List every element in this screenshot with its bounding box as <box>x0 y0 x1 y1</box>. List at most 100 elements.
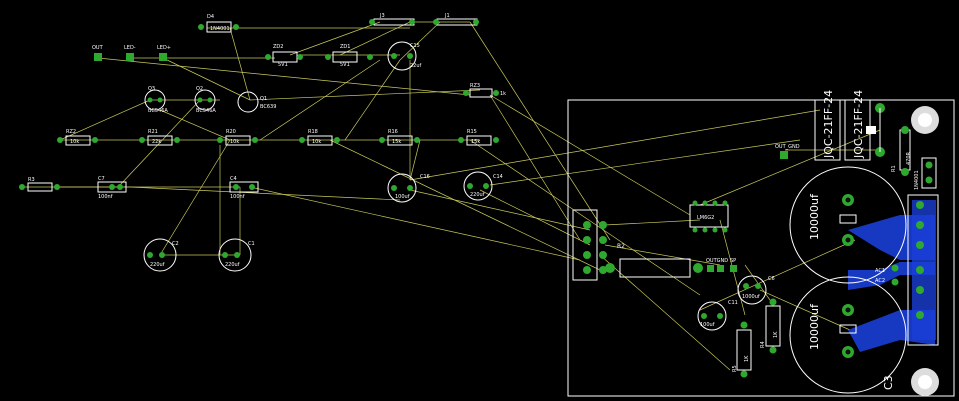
resistor-rz3[interactable]: RZ3 1k <box>463 83 506 98</box>
resistor-r16[interactable]: R16 15k <box>379 129 420 146</box>
transistor-q1[interactable]: Q1 BC639 <box>237 91 276 113</box>
transistor-q3[interactable]: Q3 BC546A <box>144 86 168 114</box>
svg-text:C15: C15 <box>410 43 420 49</box>
capacitor-c16[interactable]: C16 100uf <box>387 173 430 203</box>
svg-text:JQC-21FF-24: JQC-21FF-24 <box>852 90 865 159</box>
svg-text:ZD1: ZD1 <box>340 44 350 50</box>
label-c3: C3 <box>882 375 895 390</box>
relay-1[interactable]: JQC-21FF-24 <box>814 90 841 161</box>
svg-text:100uf: 100uf <box>700 322 715 328</box>
svg-text:R16: R16 <box>388 129 398 135</box>
svg-text:C11: C11 <box>728 300 738 306</box>
capacitor-c7[interactable]: C7 100nf <box>97 176 127 200</box>
zener-zd1[interactable]: ZD1 5V1 <box>325 44 373 68</box>
svg-text:100uf: 100uf <box>395 194 410 200</box>
svg-text:10k: 10k <box>312 139 321 145</box>
resistor-rz2[interactable]: RZ2 10k <box>57 129 98 146</box>
svg-text:OUT_GND: OUT_GND <box>775 144 800 150</box>
capacitor-c4[interactable]: C4 100nf <box>229 176 259 200</box>
svg-text:R1: R1 <box>891 165 897 172</box>
relay-pads <box>866 103 885 157</box>
resistor-r4[interactable]: R4 1K <box>760 298 781 354</box>
svg-text:10000uf: 10000uf <box>808 303 821 350</box>
svg-text:15k: 15k <box>392 139 401 145</box>
svg-text:22uf: 22uf <box>410 63 422 69</box>
cap-10000uf-2[interactable]: 10000uf <box>789 276 907 394</box>
capacitor-c2[interactable]: C2 220uf <box>143 238 179 272</box>
resistor-r3[interactable]: R3 <box>19 177 60 192</box>
pad-out[interactable]: OUT <box>92 45 104 61</box>
svg-text:10k: 10k <box>70 139 79 145</box>
svg-text:15k: 15k <box>471 139 480 145</box>
svg-text:OUTGND: OUTGND <box>706 258 728 264</box>
diode-d1[interactable]: 1N4001 <box>914 157 937 190</box>
resistor-r1[interactable]: R1 470R <box>891 126 912 176</box>
svg-text:220uf: 220uf <box>150 262 165 268</box>
ac-connector[interactable]: AC1 AC2 <box>875 194 939 346</box>
svg-text:Q1: Q1 <box>260 96 267 102</box>
svg-text:5V1: 5V1 <box>340 62 350 68</box>
svg-text:5V1: 5V1 <box>278 62 288 68</box>
relay-2[interactable]: JQC-21FF-24 <box>844 90 871 161</box>
mounting-hole-top <box>911 106 939 134</box>
ratsnest-lines <box>20 21 881 371</box>
resistor-r2[interactable]: R2 <box>605 243 703 278</box>
svg-text:JQC-21FF-24: JQC-21FF-24 <box>822 90 835 159</box>
svg-text:AC2: AC2 <box>875 278 885 284</box>
svg-text:AC1: AC1 <box>875 268 885 274</box>
capacitor-c1[interactable]: C1 220uf <box>218 238 255 272</box>
svg-text:R20: R20 <box>226 129 236 135</box>
resistor-r18[interactable]: R18 10k <box>299 129 340 146</box>
pads-outgnd-sp[interactable]: OUTGND SP <box>706 258 737 272</box>
svg-text:SP: SP <box>730 258 736 264</box>
svg-text:10000uf: 10000uf <box>808 193 821 240</box>
svg-text:1N4001: 1N4001 <box>210 26 230 32</box>
svg-text:1N4001: 1N4001 <box>914 170 920 190</box>
svg-text:R21: R21 <box>148 129 158 135</box>
svg-text:Q3: Q3 <box>148 86 155 92</box>
svg-text:1k: 1k <box>500 91 506 97</box>
svg-text:1K: 1K <box>773 331 779 338</box>
capacitor-c6[interactable]: C6 1000uf <box>737 275 775 305</box>
pad-out-gnd[interactable]: OUT_GND <box>775 144 800 159</box>
resistor-r20[interactable]: R20 10k <box>217 129 258 146</box>
svg-text:100nf: 100nf <box>230 194 245 200</box>
svg-text:BC546A: BC546A <box>196 108 216 114</box>
svg-text:R4: R4 <box>760 341 766 348</box>
jumper-j3[interactable]: J3 <box>369 13 415 26</box>
svg-text:RZ2: RZ2 <box>66 129 76 135</box>
cap-10000uf-1[interactable]: 10000uf <box>789 166 907 284</box>
board-header-left[interactable] <box>572 209 607 281</box>
jumper-j1[interactable]: J1 <box>433 13 479 26</box>
svg-text:R3: R3 <box>28 177 35 183</box>
svg-text:C1: C1 <box>248 241 255 247</box>
board-outline <box>567 99 955 397</box>
resistor-r21[interactable]: R21 22k <box>139 129 180 146</box>
svg-text:R2: R2 <box>617 243 625 250</box>
resistor-r5[interactable]: R5 1K <box>732 321 752 378</box>
svg-text:OUT: OUT <box>92 45 104 51</box>
svg-text:LM6G2: LM6G2 <box>697 215 714 221</box>
capacitor-c14[interactable]: C14 220uf <box>463 171 503 201</box>
svg-text:220uf: 220uf <box>470 192 485 198</box>
svg-text:R18: R18 <box>308 129 318 135</box>
zener-zd2[interactable]: ZD2 5V1 <box>265 44 303 68</box>
svg-text:D4: D4 <box>207 14 214 20</box>
transistor-q2[interactable]: Q2 BC546A <box>194 86 216 114</box>
svg-text:LED+: LED+ <box>157 45 171 51</box>
pad-led-plus[interactable]: LED+ <box>157 45 171 61</box>
resistor-r15[interactable]: R15 15k <box>458 129 499 146</box>
ic-lm[interactable]: LM6G2 <box>689 200 729 233</box>
svg-text:RZ3: RZ3 <box>470 83 480 89</box>
svg-text:BC639: BC639 <box>260 104 276 110</box>
svg-text:C2: C2 <box>172 241 179 247</box>
svg-text:22k: 22k <box>152 139 161 145</box>
svg-text:470R: 470R <box>906 151 912 165</box>
pad-led-minus[interactable]: LED- <box>124 45 136 61</box>
diode-d4[interactable]: D4 1N4001 <box>198 14 239 33</box>
capacitor-c15[interactable]: C15 22uf <box>387 41 422 71</box>
svg-text:R5: R5 <box>732 365 738 372</box>
svg-text:C16: C16 <box>420 174 430 180</box>
capacitor-c11[interactable]: C11 100uf <box>697 300 738 331</box>
